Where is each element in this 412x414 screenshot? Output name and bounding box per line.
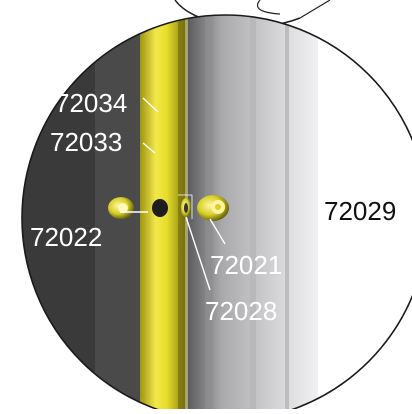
- fastener-nut: [197, 195, 229, 221]
- callout-72033: 72033: [50, 127, 122, 157]
- callout-72028: 72028: [205, 296, 277, 326]
- callout-72029: 72029: [324, 196, 396, 226]
- callout-72021: 72021: [210, 250, 282, 280]
- detail-circle-outline: [21, 14, 412, 414]
- callout-72022: 72022: [30, 222, 102, 252]
- fastener-hole: [152, 199, 168, 217]
- fastener-washer: [181, 198, 191, 218]
- callout-72034: 72034: [55, 88, 127, 118]
- fastener-left: [108, 197, 134, 219]
- leader-lines: [120, 97, 159, 213]
